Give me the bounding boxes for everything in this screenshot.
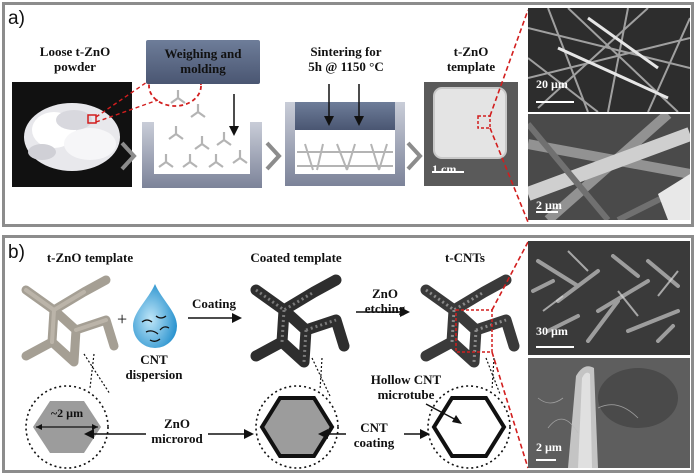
panel-b-label: b)	[8, 242, 25, 263]
coated-cross-section	[255, 385, 339, 469]
sem-image-b-bottom	[528, 358, 690, 468]
sem-image-a-top	[528, 8, 690, 112]
coating-arrow	[188, 313, 242, 323]
plus-sign: +	[117, 309, 128, 329]
scale-1cm: 1 cm	[432, 162, 457, 176]
sem-image-a-bottom	[528, 114, 690, 220]
scale-2um-b: 2 µm	[536, 440, 562, 454]
panel-a-label: a)	[8, 8, 25, 29]
chevron-right-icon	[406, 141, 423, 171]
dispersion-label: CNT dispersion	[125, 352, 183, 382]
chevron-right-icon	[120, 141, 137, 171]
scale-30um: 30 µm	[536, 324, 568, 338]
chevron-right-icon	[265, 141, 282, 171]
coated-tetrapod-network	[250, 274, 350, 368]
scale-2um-a: 2 µm	[536, 198, 562, 212]
template-tetrapod-network	[21, 275, 119, 367]
t-cnts-label: t-CNTs	[445, 250, 485, 265]
sem-image-b-top	[528, 241, 690, 355]
coating-pointer-arrow	[318, 429, 346, 439]
coating-to-hollow-arrow	[404, 429, 430, 439]
sintering-mold	[285, 84, 405, 186]
template-label-b: t-ZnO template	[46, 250, 134, 265]
mold-with-loose-tetrapods	[142, 90, 262, 188]
coating-arrow-label: Coating	[191, 296, 237, 311]
microrod-pointer-arrow	[84, 429, 146, 439]
microrod-cross-section	[25, 385, 109, 469]
etching-arrow	[356, 307, 410, 317]
coated-template-label: Coated template	[250, 250, 342, 265]
hollow-microtube-label: Hollow CNT microtube	[370, 372, 442, 402]
cnt-dispersion-drop-icon	[133, 284, 177, 348]
template-photo	[424, 82, 518, 186]
hollow-cross-section	[425, 385, 511, 469]
t-cnts-network	[420, 274, 520, 368]
microrod-to-coated-arrow	[208, 429, 254, 439]
size-label: ~2 µm	[50, 406, 84, 420]
loose-powder-label: Loose t-ZnO powder	[39, 44, 111, 74]
press-plunger	[146, 40, 260, 84]
sintering-label: Sintering for 5h @ 1150 °C	[308, 44, 384, 74]
weighing-label: Weighing and molding	[164, 46, 242, 76]
scale-20um: 20 µm	[536, 77, 568, 91]
cnt-coating-label: CNT coating	[353, 420, 395, 450]
zno-microrod-label: ZnO microrod	[151, 416, 203, 446]
template-label-a: t-ZnO template	[446, 44, 496, 74]
